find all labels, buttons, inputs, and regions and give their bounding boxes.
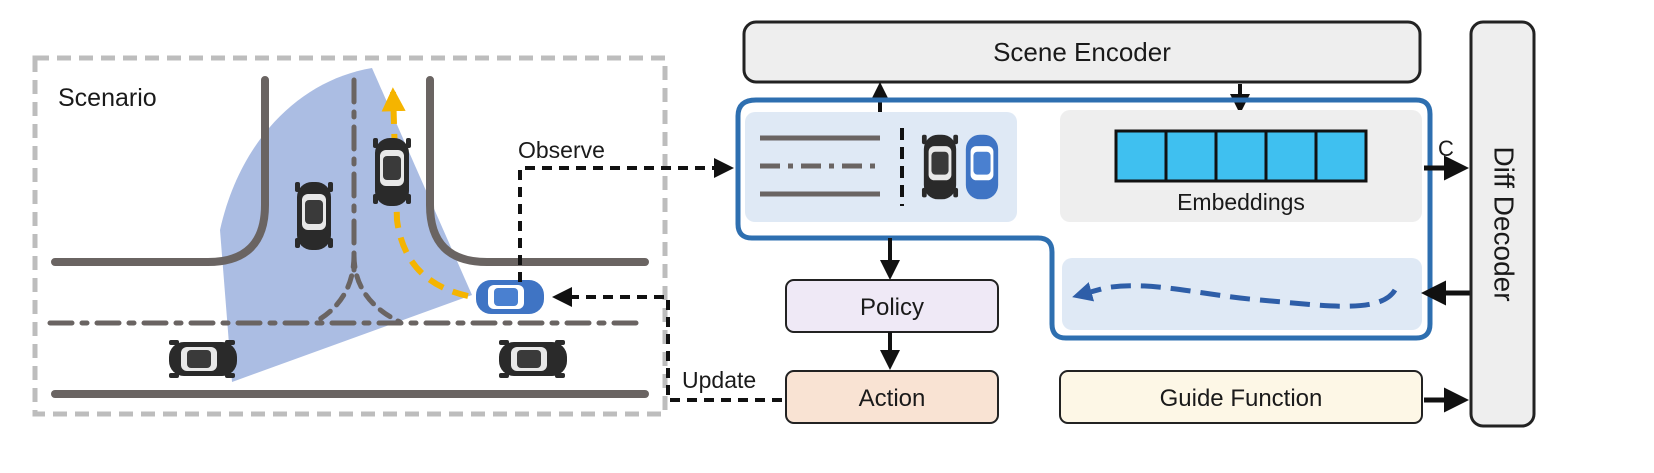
diff-decoder-label: Diff Decoder <box>1489 146 1520 301</box>
scene-encoder: Scene Encoder <box>742 20 1422 84</box>
action-box: Action <box>785 370 999 424</box>
update-label: Update <box>682 367 756 393</box>
scenario-label: Scenario <box>58 84 157 112</box>
embeddings-panel: Embeddings <box>1060 110 1422 222</box>
ego-car-icon <box>965 134 999 200</box>
condition-label: C <box>1438 136 1454 161</box>
car-icon <box>169 340 237 378</box>
policy-box: Policy <box>785 279 999 333</box>
car-icon <box>373 138 411 206</box>
ego-car-icon <box>476 280 544 314</box>
scenario-panel: Scenario <box>32 55 668 417</box>
road-lines <box>47 76 649 398</box>
car-icon <box>921 134 959 200</box>
car-icon <box>499 340 567 378</box>
embeddings-label: Embeddings <box>1177 189 1305 215</box>
observe-connector: Observe <box>518 137 734 282</box>
observe-label: Observe <box>518 137 605 163</box>
policy-label: Policy <box>860 294 924 321</box>
update-connector: Update <box>552 287 782 402</box>
action-label: Action <box>859 385 926 412</box>
planned-trajectory <box>381 87 469 299</box>
diff-decoder: Diff Decoder <box>1469 20 1536 428</box>
guide-function-box: Guide Function <box>1059 370 1423 424</box>
field-of-view-cone <box>220 68 472 382</box>
trajectory-output-panel <box>1062 258 1422 330</box>
guide-function-label: Guide Function <box>1160 385 1323 412</box>
observation-panel <box>745 112 1017 222</box>
encoder-workspace-outline <box>735 97 1433 341</box>
denoised-trajectory <box>1072 282 1398 309</box>
car-icon <box>295 182 333 250</box>
scene-encoder-label: Scene Encoder <box>993 37 1171 67</box>
embedding-vector <box>1114 129 1368 183</box>
